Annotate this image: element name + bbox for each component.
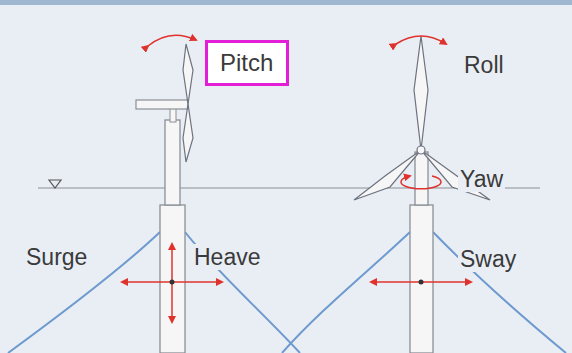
water-level-symbol [49,180,61,188]
mooring-lines [8,232,566,353]
motion-label: Yaw [458,166,505,192]
top-band [0,0,572,5]
motion-label: Surge [24,244,89,270]
right-turbine [354,36,490,353]
motion-label: Roll [462,52,506,78]
motion-label: Heave [192,244,262,270]
motion-label: Sway [458,246,518,272]
highlight-box: Pitch [205,40,289,86]
motion-label: Pitch [220,49,286,77]
